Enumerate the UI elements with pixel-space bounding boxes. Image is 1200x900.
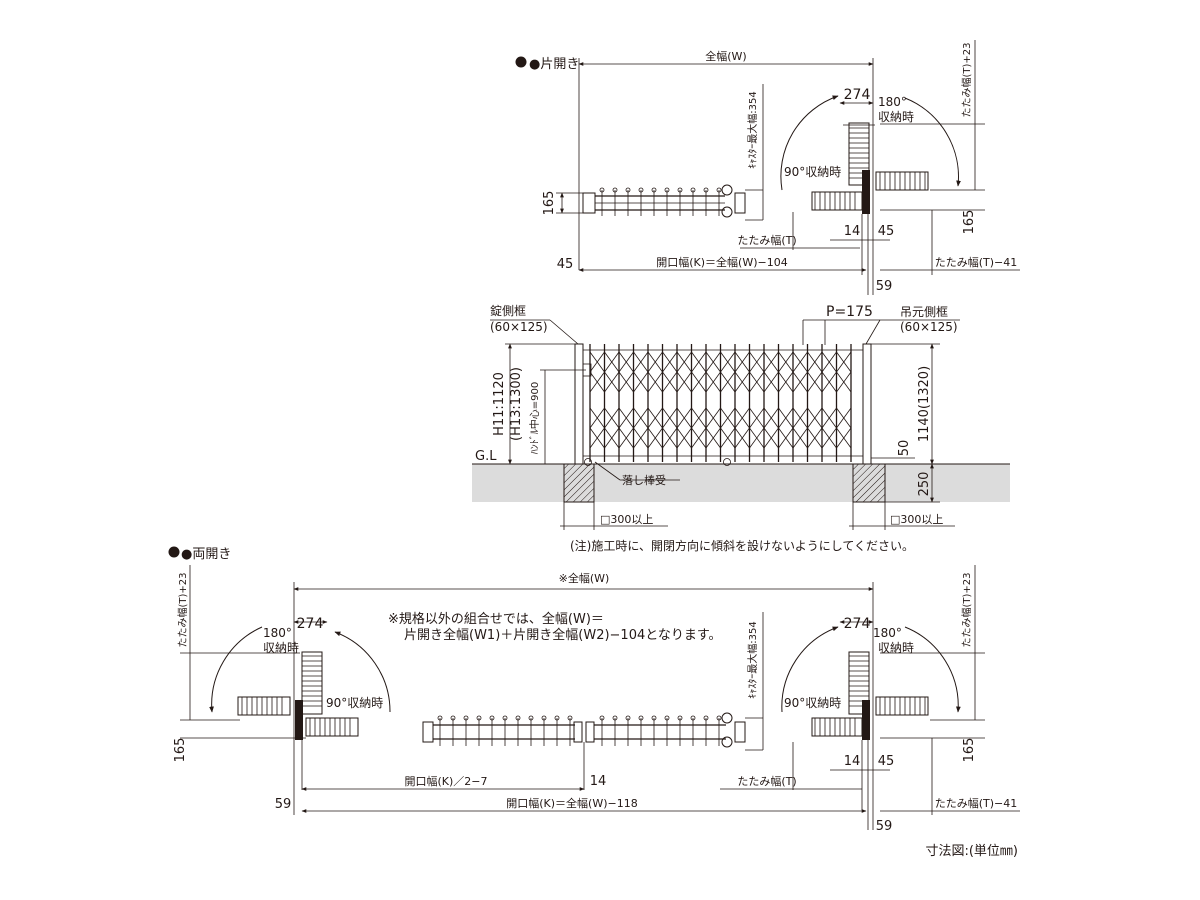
double-274-left: 274 [297,616,324,632]
double-half-opening: 開口幅(K)／2−7 [404,775,487,788]
double-stored-right: 収納時 [878,641,914,655]
single-folded-gate [582,184,746,218]
double-14-mid: 14 [590,774,607,789]
h11-label: H11:1120 [492,372,507,436]
lock-frame-size: (60×125) [490,320,548,334]
double-90-right: 90°収納時 [784,696,841,710]
double-note-1: ※規格以外の組合せでは、全幅(W)＝ [388,611,604,627]
sq300-right: □300以上 [890,513,943,526]
single-165-right: 165 [962,210,977,235]
sq300-left: □300以上 [600,513,653,526]
double-fold-plus-right: たたみ幅(T)+23 [960,572,973,647]
single-45-label: 45 [878,224,895,239]
hinge-frame-size: (60×125) [900,320,958,334]
single-title: ●片開き [529,57,579,72]
double-45: 45 [878,754,895,769]
hinge-frame [862,343,872,465]
double-274-right: 274 [844,616,871,632]
single-165-label: 165 [542,191,557,216]
lock-frame [574,343,584,465]
single-45b-label: 45 [557,257,574,272]
full-width-label: 全幅(W) [705,49,746,63]
double-full-width-label: ※全幅(W) [559,571,610,585]
bullet-icon [515,56,527,68]
h13-label: (H13:1300) [509,367,524,441]
single-14-label: 14 [844,224,861,239]
single-274-label: 274 [844,87,871,103]
double-stored-left: 収納時 [263,641,299,655]
double-90-left: 90°収納時 [326,696,383,710]
pitch-label: P=175 [826,304,873,320]
double-59-left: 59 [275,797,292,812]
double-fold-minus: たたみ幅(T)−41 [935,797,1018,810]
double-note-2: 片開き全幅(W1)＋片開き全幅(W2)−104となります。 [404,627,722,643]
double-165-right: 165 [962,738,977,763]
hinge-post [862,170,870,214]
single-90-label: 90°収納時 [784,165,841,179]
gl-label: G.L [475,449,497,464]
gate-lattice [582,344,863,466]
double-14-right: 14 [844,754,861,769]
stored-unit-180 [843,122,875,186]
elevation-view: 錠側框 (60×125) P=175 吊元側框 (60×125) G.L 落し棒… [472,303,1010,553]
double-caster-max: ｷｬｽﾀｰ最大幅:354 [746,621,759,698]
double-180-right: 180° [873,626,902,640]
double-fold-width: たたみ幅(T) [737,775,796,788]
single-stored-label: 収納時 [878,110,914,124]
left-stored-group [237,651,359,740]
double-165-left: 165 [173,738,188,763]
foundation-right [852,463,886,503]
drop-rod-label: 落し棒受 [622,473,666,487]
d50-label: 50 [897,440,912,457]
double-title: ●両開き [181,547,231,562]
ground [472,464,1010,502]
stored-unit-left [811,191,863,211]
fold-width-label: たたみ幅(T) [737,234,796,247]
single-opening-label: 開口幅(K)＝全幅(W)−104 [656,255,787,269]
double-fold-plus-left: たたみ幅(T)+23 [176,572,189,647]
caster-max-label: ｷｬｽﾀｰ最大幅:354 [746,91,759,168]
single-180-label: 180° [878,95,907,109]
double-plan: ●両開き ※全幅(W) ※規格以外の組合せでは、全幅(W)＝ 片開き全幅(W1)… [168,546,1020,834]
lock-frame-label: 錠側框 [490,303,526,318]
single-59-label: 59 [876,279,893,294]
footer-units: 寸法図:(単位㎜) [925,843,1018,859]
fold-plus-label: たたみ幅(T)+23 [960,42,973,117]
foundation-left [563,463,595,503]
double-folded-gates [422,712,746,748]
bullet-icon-2 [168,546,180,558]
double-180-left: 180° [263,626,292,640]
double-59-right: 59 [876,819,893,834]
handle-label: ﾊﾝﾄﾞﾙ中心=900 [528,382,541,454]
right-stored-group [811,651,929,740]
single-plan: ●片開き 全幅(W) 165 ｷｬｽﾀｰ最大幅:354 [515,40,1020,295]
stored-unit-90-right [875,171,929,191]
h1140-label: 1140(1320) [917,366,932,442]
single-fold-minus-label: たたみ幅(T)−41 [935,256,1018,269]
double-opening: 開口幅(K)＝全幅(W)−118 [506,796,637,810]
hinge-frame-label: 吊元側框 [900,305,948,319]
d250-label: 250 [917,472,932,497]
slope-note: (注)施工時に、開閉方向に傾斜を設けないようにしてください。 [570,538,914,553]
